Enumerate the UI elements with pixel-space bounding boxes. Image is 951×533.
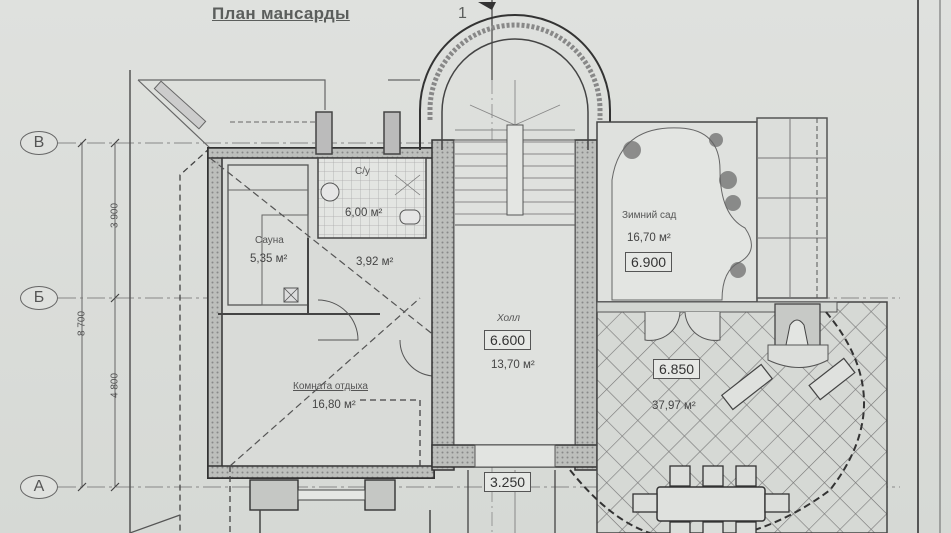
plan-title: План мансарды	[212, 4, 350, 23]
room-name-bathroom: С/у	[355, 166, 370, 177]
level-mark-hall: 6.600	[484, 330, 532, 350]
level-mark-terrace: 6.850	[653, 359, 701, 379]
axis-marker-v: В	[20, 131, 58, 155]
room-name-sauna: Сауна	[255, 235, 284, 246]
room-name-lounge: Комната отдыха	[293, 381, 368, 392]
dimension-total: 8 700	[76, 310, 88, 337]
room-name-winter-garden: Зимний сад	[622, 210, 677, 221]
level-mark-stair-landing: 3.250	[484, 472, 532, 492]
dimension-lower: 4 800	[109, 372, 121, 399]
room-area-bathroom: 6,00 м²	[345, 207, 383, 219]
room-area-corridor: 3,92 м²	[356, 256, 394, 268]
room-name-hall: Холл	[497, 313, 521, 324]
dimension-upper: 3 900	[109, 202, 121, 229]
axis-marker-a: А	[20, 475, 58, 499]
level-mark-winter-garden: 6.900	[625, 252, 673, 272]
room-area-hall: 13,70 м²	[491, 359, 535, 371]
room-area-sauna: 5,35 м²	[250, 253, 288, 265]
room-area-winter-garden: 16,70 м²	[627, 232, 671, 244]
room-area-terrace: 37,97 м²	[652, 400, 696, 412]
sheet-number: 1	[458, 5, 467, 22]
room-area-lounge: 16,80 м²	[312, 399, 356, 411]
axis-marker-b: Б	[20, 286, 58, 310]
